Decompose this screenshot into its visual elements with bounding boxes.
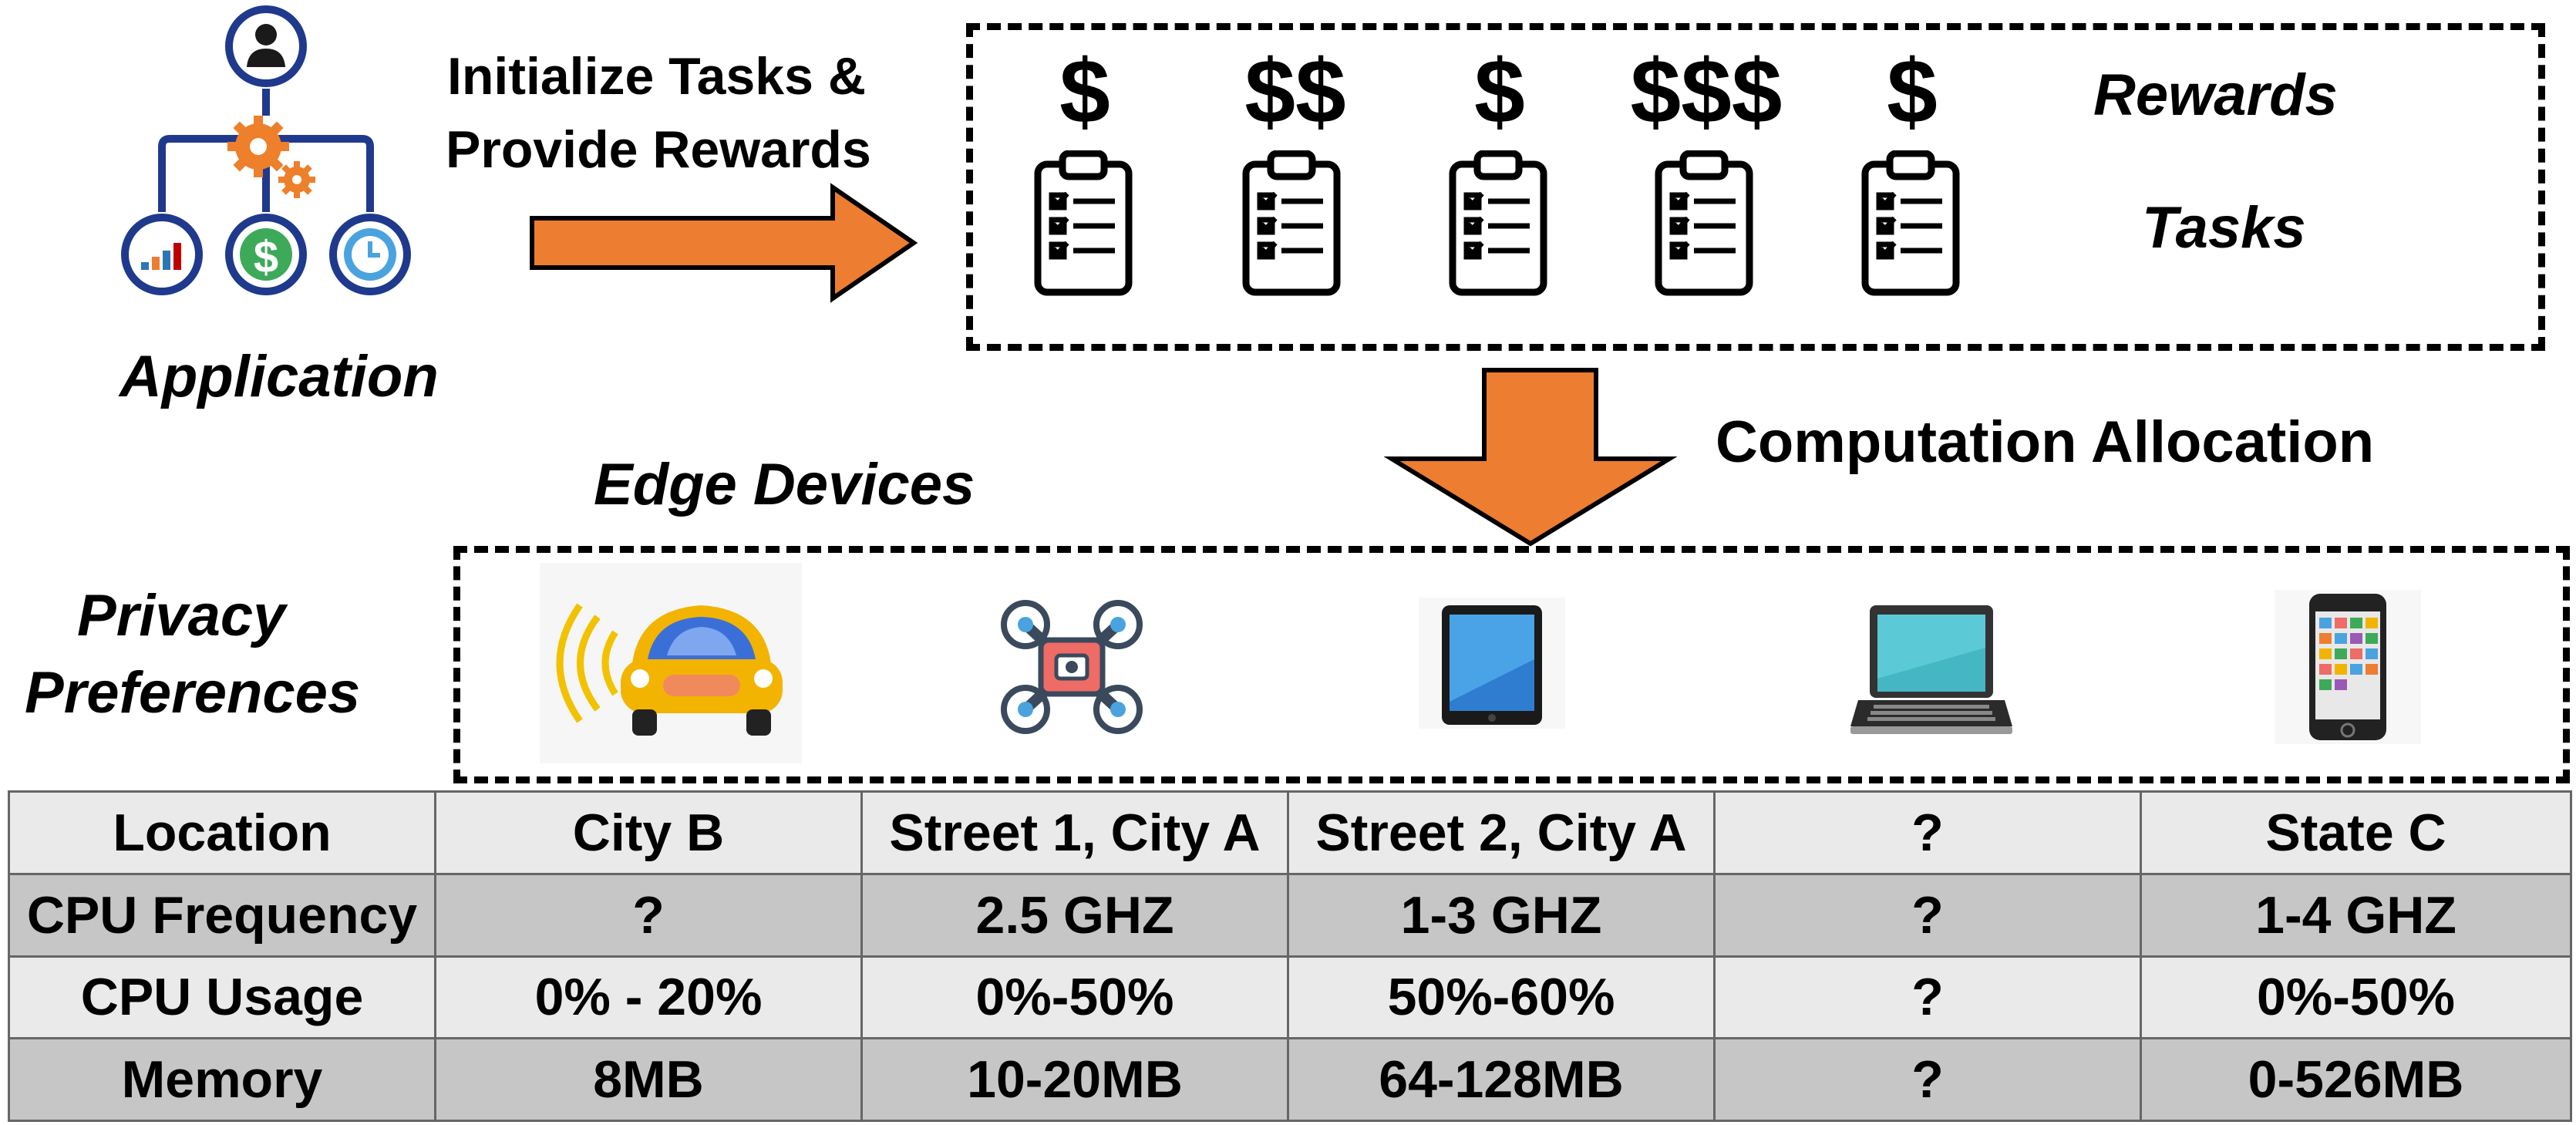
table-cell: 0%-50% bbox=[2140, 955, 2572, 1040]
application-icon: $ bbox=[121, 5, 411, 295]
table-cell: 0% - 20% bbox=[434, 955, 863, 1040]
table-cell: 8MB bbox=[434, 1037, 863, 1122]
task-clipboard-icon bbox=[1242, 150, 1341, 296]
reward-1: $ bbox=[1059, 41, 1110, 143]
table-row: CPU Usage 0% - 20% 0%-50% 50%-60% ? 0%-5… bbox=[8, 955, 2572, 1040]
tasks-label: Tasks bbox=[2142, 195, 2306, 261]
init-arrow-label-line2: Provide Rewards bbox=[446, 120, 871, 179]
table-cell: Street 1, City A bbox=[860, 790, 1289, 875]
table-cell: 2.5 GHZ bbox=[860, 872, 1289, 958]
table-cell: ? bbox=[1713, 955, 2142, 1040]
table-row: CPU Frequency ? 2.5 GHZ 1-3 GHZ ? 1-4 GH… bbox=[8, 872, 2572, 958]
tablet-icon bbox=[1419, 598, 1565, 729]
svg-text:$: $ bbox=[254, 232, 278, 282]
edge-devices-box bbox=[453, 546, 2570, 783]
task-clipboard-icon bbox=[1449, 150, 1547, 296]
laptop-icon bbox=[1850, 605, 2012, 734]
drone-icon bbox=[1001, 600, 1143, 734]
table-cell: City B bbox=[434, 790, 863, 875]
privacy-label-line2: Preferences bbox=[25, 660, 361, 726]
table-cell: 1-3 GHZ bbox=[1287, 872, 1716, 958]
reward-5: $ bbox=[1887, 41, 1938, 143]
reward-2: $$ bbox=[1244, 41, 1346, 143]
table-cell: ? bbox=[1713, 1037, 2142, 1122]
task-clipboard-icon bbox=[1861, 150, 1960, 296]
row-header: Location bbox=[8, 790, 436, 875]
table-cell: ? bbox=[1713, 872, 2142, 958]
table-cell: ? bbox=[434, 872, 863, 958]
table-cell: 1-4 GHZ bbox=[2140, 872, 2572, 958]
reward-4: $$$ bbox=[1630, 41, 1783, 143]
table-cell: ? bbox=[1713, 790, 2142, 875]
init-arrow-label-line1: Initialize Tasks & bbox=[447, 47, 866, 106]
smartphone-icon bbox=[2275, 590, 2421, 744]
task-clipboard-icon bbox=[1655, 150, 1753, 296]
row-header: CPU Frequency bbox=[8, 872, 436, 958]
row-header: CPU Usage bbox=[8, 955, 436, 1040]
task-clipboard-icon bbox=[1034, 150, 1133, 296]
table-cell: State C bbox=[2140, 790, 2572, 875]
table-row: Memory 8MB 10-20MB 64-128MB ? 0-526MB bbox=[8, 1037, 2572, 1122]
privacy-label-line1: Privacy bbox=[77, 583, 286, 648]
table-cell: 0%-50% bbox=[860, 955, 1289, 1040]
privacy-attributes-table: Location City B Street 1, City A Street … bbox=[8, 790, 2572, 1122]
allocation-arrow bbox=[1384, 368, 1677, 547]
table-row: Location City B Street 1, City A Street … bbox=[8, 790, 2572, 875]
rewards-label: Rewards bbox=[2093, 62, 2338, 128]
task-box bbox=[966, 23, 2545, 351]
table-cell: 10-20MB bbox=[860, 1037, 1289, 1122]
init-arrow bbox=[530, 183, 918, 303]
allocation-label: Computation Allocation bbox=[1716, 409, 2375, 475]
edge-devices-label: Edge Devices bbox=[594, 452, 975, 517]
row-header: Memory bbox=[8, 1037, 436, 1122]
reward-3: $ bbox=[1474, 41, 1525, 143]
table-cell: 50%-60% bbox=[1287, 955, 1716, 1040]
table-cell: 64-128MB bbox=[1287, 1037, 1716, 1122]
car-icon bbox=[540, 563, 802, 763]
application-label: Application bbox=[120, 344, 439, 409]
table-cell: Street 2, City A bbox=[1287, 790, 1716, 875]
table-cell: 0-526MB bbox=[2140, 1037, 2572, 1122]
